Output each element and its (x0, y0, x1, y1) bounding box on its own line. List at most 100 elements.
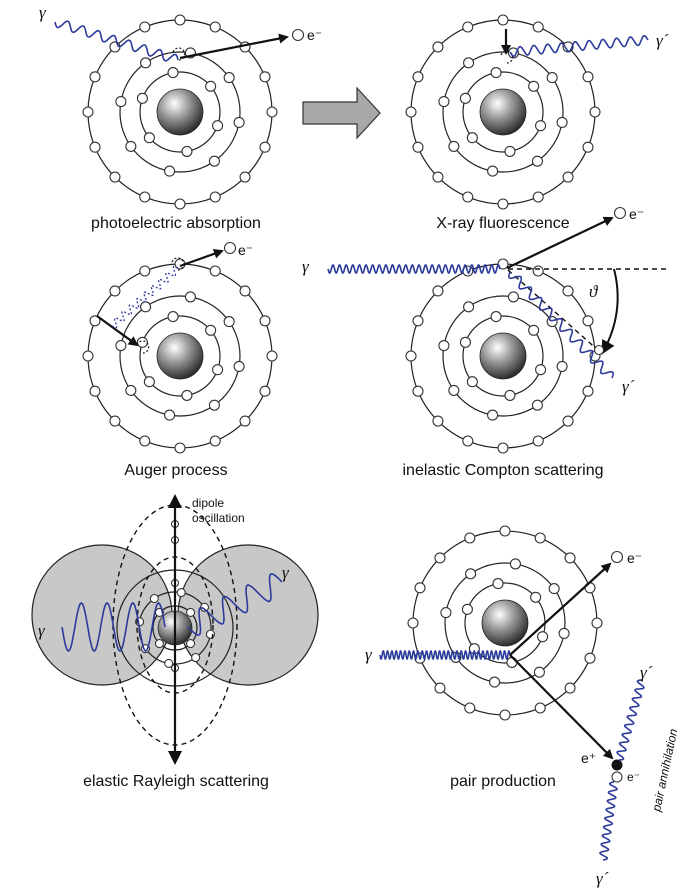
orbital-electron (259, 385, 271, 397)
nucleus (479, 88, 527, 136)
orbital-electron (546, 316, 558, 328)
orbital-electron (209, 435, 221, 447)
panel-compton: γ ϑ γ´ e⁻ inelastic Compton scattering (302, 206, 670, 479)
orbital-electron (532, 21, 544, 33)
orbital-electron (407, 617, 419, 629)
orbital-electron (164, 409, 176, 421)
recoil-electron (613, 206, 627, 220)
gamma-prime-bottom-label: γ´ (596, 869, 609, 888)
orbital-electron (584, 652, 596, 664)
gamma-out-label: γ (282, 563, 290, 582)
orbital-electron (497, 14, 509, 26)
orbital-electron (239, 171, 251, 183)
positron-label: e⁺ (581, 750, 596, 766)
orbital-electron (438, 340, 450, 352)
annihilation-electron (611, 771, 623, 783)
orbital-electron (562, 285, 574, 297)
orbital-electron (432, 41, 444, 53)
orbital-electron (532, 435, 544, 447)
incoming-gamma-wave (61, 601, 166, 653)
scatter-point (593, 344, 605, 356)
scatter-direction (507, 269, 601, 353)
orbital-electron (412, 385, 424, 397)
dipole-label-line1: dipole (192, 496, 224, 510)
orbital-electron (432, 415, 444, 427)
orbital-electron (528, 324, 540, 336)
orbital-electron (492, 578, 504, 590)
orbital-electron (181, 145, 193, 157)
gamma-label: γ (39, 3, 47, 22)
annihilation-gamma-down (599, 781, 618, 861)
orbit-shell-2 (119, 295, 241, 417)
orbital-electron (181, 389, 193, 401)
emitted-xray-wave (509, 34, 649, 58)
orbital-electron (531, 399, 543, 411)
orbital-electron (582, 141, 594, 153)
orbital-electron (405, 106, 417, 118)
orbital-electron (499, 709, 511, 721)
orbital-electron (184, 291, 196, 303)
orbital-electron (564, 682, 576, 694)
orbital-electron (507, 291, 519, 303)
orbital-electron (582, 315, 594, 327)
transition-arrow (96, 315, 139, 347)
gamma-prime-top-label: γ´ (640, 663, 653, 682)
nucleus (156, 332, 204, 380)
orbital-electron (489, 676, 501, 688)
orbital-electron (537, 631, 549, 643)
orbital-electron (205, 324, 217, 336)
orbital-electron (212, 364, 224, 376)
orbital-electron (548, 583, 560, 595)
orbital-electron (89, 315, 101, 327)
orbital-electron (140, 301, 152, 313)
orbital-electron (208, 399, 220, 411)
orbital-electron (167, 311, 179, 323)
auger-electron-arrow (179, 248, 224, 268)
atoms (82, 14, 603, 721)
orbital-electron (530, 591, 542, 603)
electron-label: e⁻ (627, 550, 642, 566)
orbital-electron (82, 106, 94, 118)
electron-label: e⁻ (238, 242, 253, 258)
orbital-electron (509, 558, 521, 570)
orbital-electron (490, 67, 502, 79)
orbital-electron (462, 435, 474, 447)
orbital-electron (139, 435, 151, 447)
orbital-electron (534, 702, 546, 714)
gamma-label: γ (302, 257, 310, 276)
orbital-electron (136, 336, 148, 348)
dipole-label-line2: oscillation (192, 511, 245, 525)
orbital-electron (535, 120, 547, 132)
orbital-electron (212, 120, 224, 132)
orbital-electron (412, 141, 424, 153)
caption-pair: pair production (450, 773, 556, 790)
orbital-electron (259, 141, 271, 153)
orbital-electron (582, 71, 594, 83)
vacancy-mark (136, 340, 150, 354)
orbital-electron (546, 72, 558, 84)
caption-fluorescence: X-ray fluorescence (436, 215, 569, 232)
incoming-gamma-wave (379, 650, 511, 660)
auger-electron (223, 241, 237, 255)
orbital-electron (591, 617, 603, 629)
scattered-gamma-wave (508, 271, 614, 379)
gamma-prime-label: γ´ (656, 31, 669, 50)
orbital-electron (109, 415, 121, 427)
orbital-electron (414, 582, 426, 594)
incoming-gamma-wave (54, 20, 179, 62)
orbital-electron (125, 384, 137, 396)
gamma-prime-label: γ´ (622, 377, 635, 396)
orbital-electron (464, 532, 476, 544)
caption-compton: inelastic Compton scattering (403, 462, 604, 479)
orbital-electron (412, 315, 424, 327)
orbital-electron (535, 364, 547, 376)
orbital-electron (462, 21, 474, 33)
atom-fluorescence (405, 14, 601, 210)
orbital-electron (266, 350, 278, 362)
orbital-electron (233, 116, 245, 128)
orbital-electron (174, 14, 186, 26)
orbit-shell-2 (442, 295, 564, 417)
orbital-electron (462, 191, 474, 203)
orbital-electron (209, 265, 221, 277)
orbital-electron (448, 384, 460, 396)
